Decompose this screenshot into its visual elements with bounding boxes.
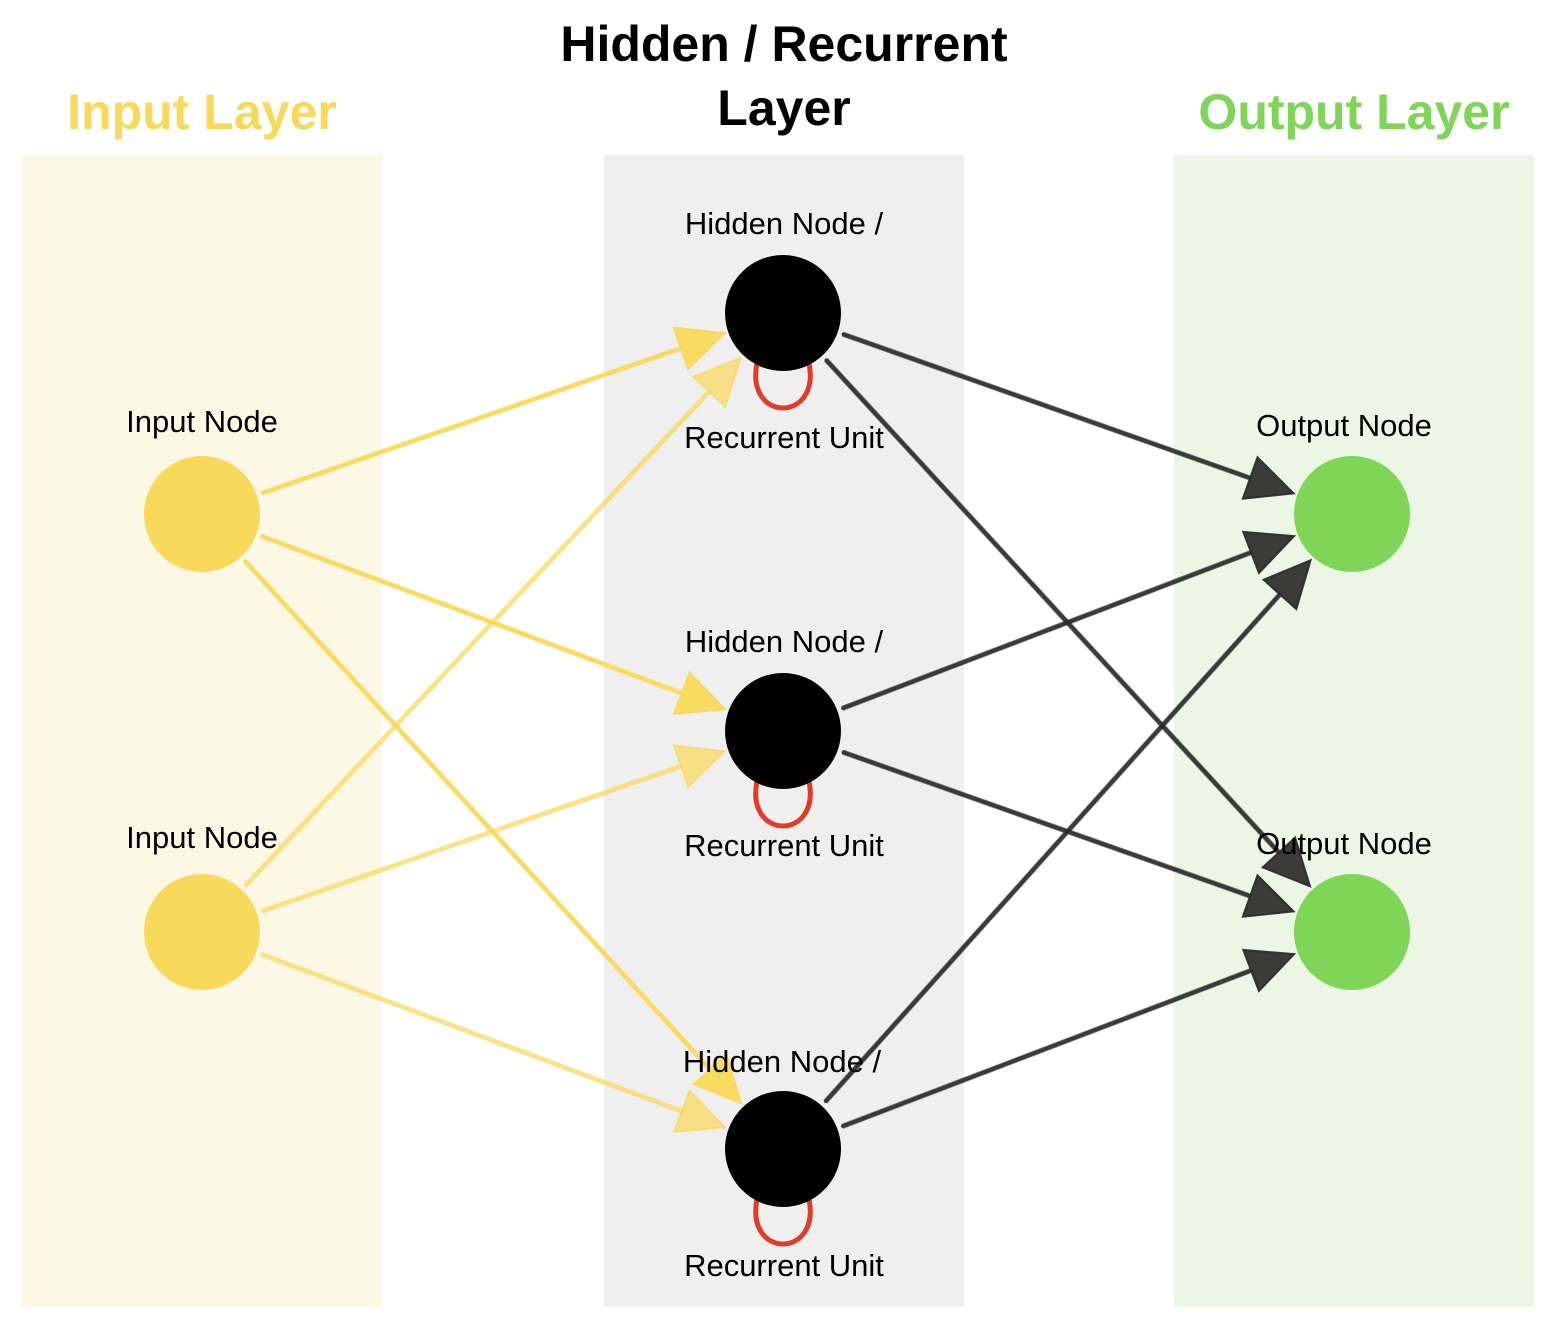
- connections: [243, 326, 1313, 1133]
- input-node-label: Input Node: [126, 404, 278, 439]
- hidden-node: [725, 1091, 841, 1207]
- input-layer-band: [22, 155, 382, 1307]
- recurrent-loop: [753, 1196, 813, 1247]
- edge-input-to-hidden: [260, 951, 728, 1133]
- edge-hidden-to-output: [823, 558, 1313, 1104]
- input-node: [144, 874, 260, 990]
- input-node-label: Input Node: [126, 820, 278, 855]
- edge-hidden-to-output: [824, 358, 1312, 889]
- recurrent-unit-label: Recurrent Unit: [684, 828, 884, 863]
- edge-hidden-to-output: [841, 948, 1297, 1129]
- edge-hidden-to-output: [841, 530, 1297, 711]
- recurrent-loop: [753, 778, 813, 829]
- recurrent-loops: [753, 360, 813, 1247]
- edge-input-to-hidden: [243, 559, 743, 1105]
- hidden-node: [725, 673, 841, 789]
- edge-input-to-hidden: [260, 326, 727, 496]
- recurrent-unit-label: Recurrent Unit: [684, 420, 884, 455]
- input-layer-title: Input Layer: [22, 80, 382, 144]
- hidden-node-label: Hidden Node /: [684, 624, 884, 659]
- output-layer-band: [1174, 155, 1534, 1307]
- edge-input-to-hidden: [260, 744, 727, 914]
- output-node-label: Output Node: [1256, 408, 1432, 443]
- output-node-label: Output Node: [1256, 826, 1432, 861]
- hidden-node-label: Hidden Node /: [682, 1044, 882, 1079]
- recurrent-loop: [753, 360, 813, 411]
- input-node: [144, 456, 260, 572]
- input-layer-title-text: Input Layer: [67, 84, 337, 140]
- recurrent-unit-label: Recurrent Unit: [684, 1248, 884, 1283]
- output-node: [1294, 456, 1410, 572]
- edge-input-to-hidden: [260, 533, 728, 715]
- output-layer-title-text: Output Layer: [1198, 84, 1510, 140]
- edge-input-to-hidden: [243, 356, 743, 888]
- nodes: [144, 255, 1410, 1207]
- output-node: [1294, 874, 1410, 990]
- hidden-layer-title-line1: Hidden / Recurrent: [560, 16, 1008, 72]
- hidden-layer-title: Hidden / Recurrent Layer: [484, 12, 1084, 140]
- hidden-node-label: Hidden Node /: [684, 206, 884, 241]
- edge-hidden-to-output: [841, 331, 1296, 500]
- hidden-node: [725, 255, 841, 371]
- hidden-layer-title-line2: Layer: [717, 80, 851, 136]
- edge-hidden-to-output: [841, 749, 1296, 918]
- output-layer-title: Output Layer: [1174, 80, 1534, 144]
